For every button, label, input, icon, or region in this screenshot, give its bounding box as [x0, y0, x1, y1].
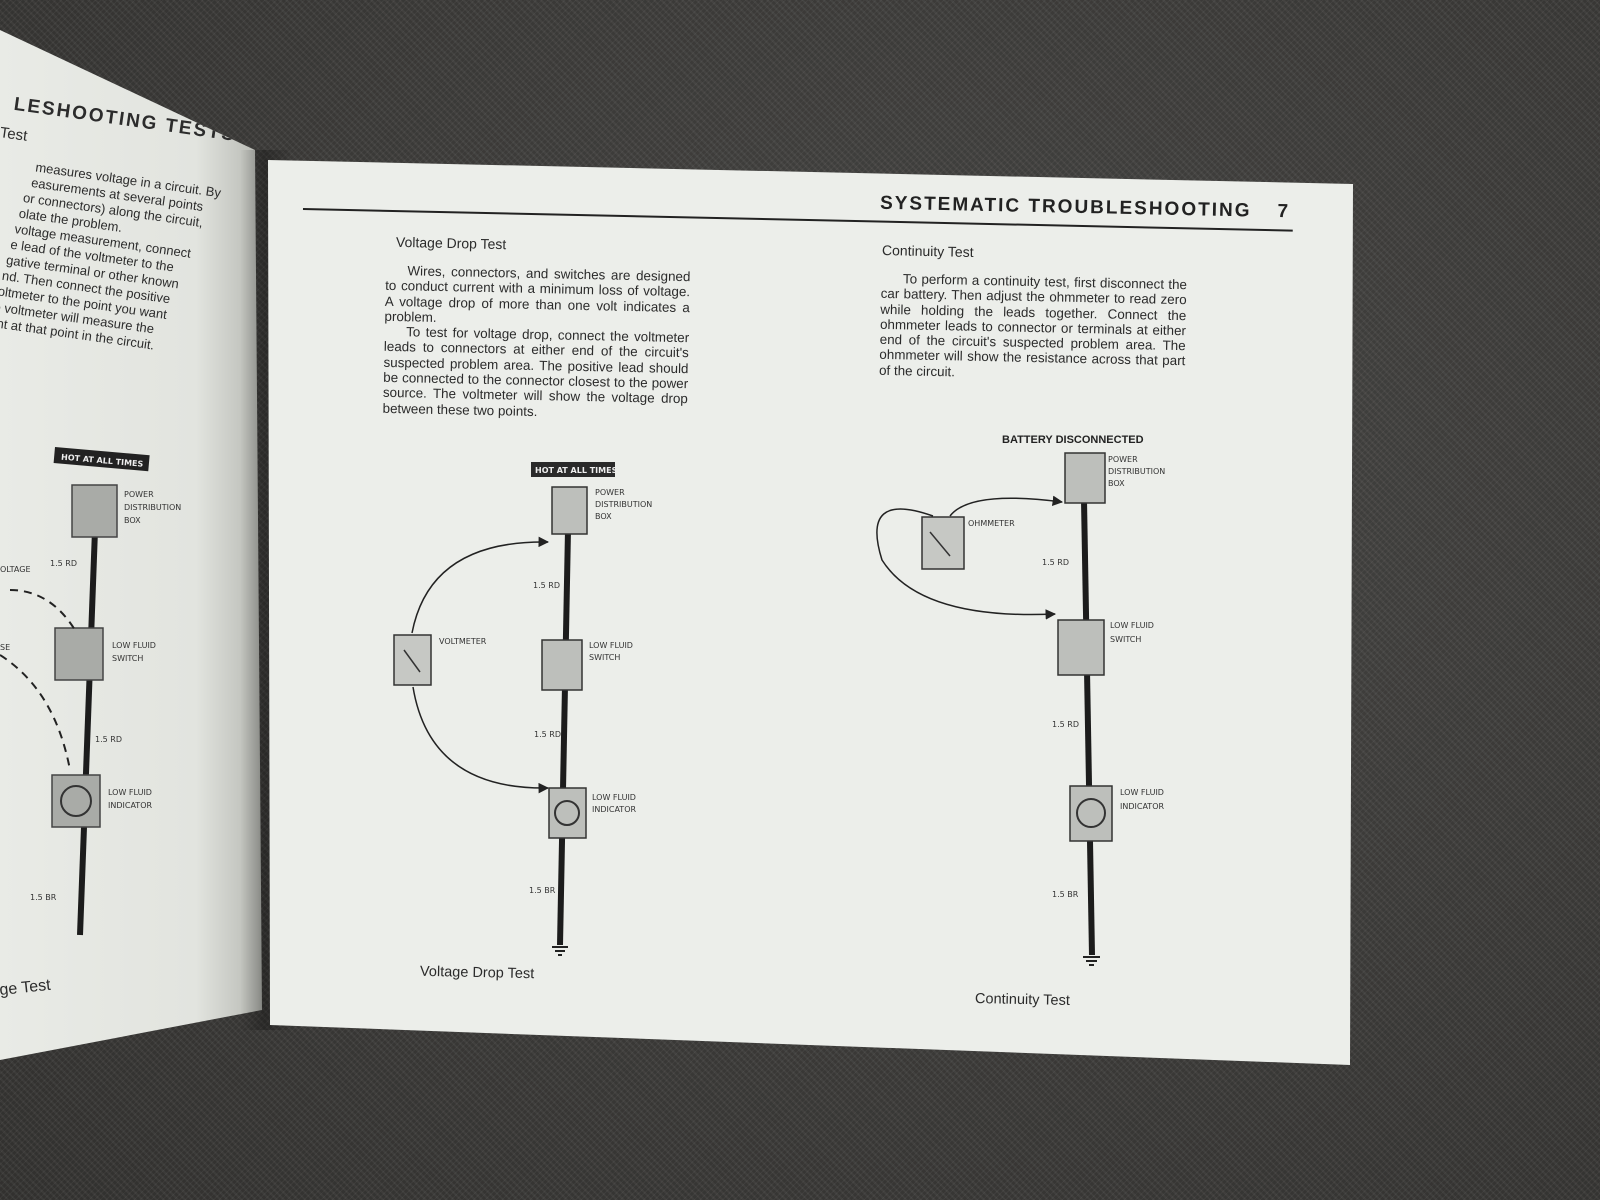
hot-tag-label: HOT AT ALL TIMES: [535, 466, 618, 475]
ground-icon: [1083, 956, 1100, 966]
wire-label: 1.5 RD: [95, 735, 122, 744]
power-label: DISTRIBUTION: [595, 500, 652, 509]
voltmeter-label: VOLTMETER: [439, 637, 487, 646]
wire-label: 1.5 RD: [1042, 558, 1069, 567]
switch-label: LOW FLUID: [1110, 621, 1154, 630]
voltmeter-lead-dashed: [0, 654, 71, 771]
indicator-lamp-icon: [1076, 798, 1106, 828]
wire: [1081, 499, 1095, 956]
power-distribution-box: [1064, 452, 1106, 504]
ohmmeter-icon: [921, 516, 965, 570]
indicator-label: INDICATOR: [108, 801, 152, 810]
indicator-lamp-icon: [60, 785, 92, 817]
voltmeter-needle: [403, 649, 421, 673]
power-label: BOX: [595, 512, 612, 521]
left-caption: ge Test: [0, 977, 52, 999]
power-label: DISTRIBUTION: [1108, 467, 1165, 476]
switch-label: LOW FLUID: [112, 641, 156, 650]
wire-label: 1.5 BR: [1052, 890, 1079, 899]
power-distribution-box: [71, 484, 118, 538]
indicator-label: LOW FLUID: [1120, 788, 1164, 797]
ohmmeter-lead: [949, 495, 1064, 517]
wire-label: 1.5 BR: [30, 893, 57, 902]
hot-tag: [531, 462, 615, 477]
voltmeter-lead: [411, 536, 550, 634]
wire-label: 1.5 RD: [533, 581, 560, 590]
indicator-label: LOW FLUID: [108, 788, 152, 797]
switch-label: SWITCH: [1110, 635, 1141, 644]
low-fluid-switch: [1057, 619, 1105, 676]
low-fluid-switch: [541, 639, 583, 691]
voltmeter-icon: [393, 634, 432, 686]
voltmeter-lead-dashed: [9, 589, 76, 631]
power-label: BOX: [1108, 479, 1125, 488]
indicator-label: INDICATOR: [592, 805, 636, 814]
power-label: POWER: [1108, 455, 1138, 464]
wire-label: 1.5 RD: [50, 559, 77, 568]
switch-label: SWITCH: [112, 654, 143, 663]
wire: [77, 529, 98, 936]
continuity-diagram: BATTERY DISCONNECTED POWER DISTRIBUTION …: [876, 434, 1165, 966]
power-label: POWER: [595, 488, 625, 497]
voltage-label: OLTAGE: [0, 565, 31, 574]
left-diagram: HOT AT ALL TIMES POWER DISTRIBUTION BOX …: [0, 447, 181, 999]
wire-label: 1.5 RD: [1052, 720, 1079, 729]
ohmmeter-needle: [929, 531, 951, 557]
left-page: LESHOOTING TESTS Test measures voltage i…: [0, 30, 262, 1060]
voltmeter-lead: [412, 686, 550, 794]
indicator-label: INDICATOR: [1120, 802, 1164, 811]
battery-disconnected-label: BATTERY DISCONNECTED: [1002, 434, 1144, 446]
wire: [557, 529, 571, 946]
hot-tag: [53, 447, 150, 472]
switch-label: LOW FLUID: [589, 641, 633, 650]
wire-label: 1.5 RD: [534, 730, 561, 739]
ground-icon: [552, 946, 568, 956]
indicator-lamp-icon: [554, 800, 580, 826]
continuity-caption: Continuity Test: [974, 991, 1071, 1009]
switch-label: SWITCH: [589, 653, 620, 662]
low-fluid-switch: [54, 627, 104, 681]
right-page: [268, 160, 1353, 1065]
ohmmeter-label: OHMMETER: [968, 519, 1015, 528]
power-distribution-box: [551, 486, 588, 535]
wire-label: 1.5 BR: [529, 886, 556, 895]
voltage-drop-caption: Voltage Drop Test: [419, 963, 535, 983]
ohmmeter-lead: [876, 508, 1057, 620]
voltage-drop-diagram: HOT AT ALL TIMES POWER DISTRIBUTION BOX …: [393, 462, 652, 956]
se-label: SE: [0, 643, 10, 652]
indicator-label: LOW FLUID: [592, 793, 636, 802]
power-label: POWER: [124, 490, 154, 499]
power-label: BOX: [124, 516, 141, 525]
power-label: DISTRIBUTION: [124, 503, 181, 512]
